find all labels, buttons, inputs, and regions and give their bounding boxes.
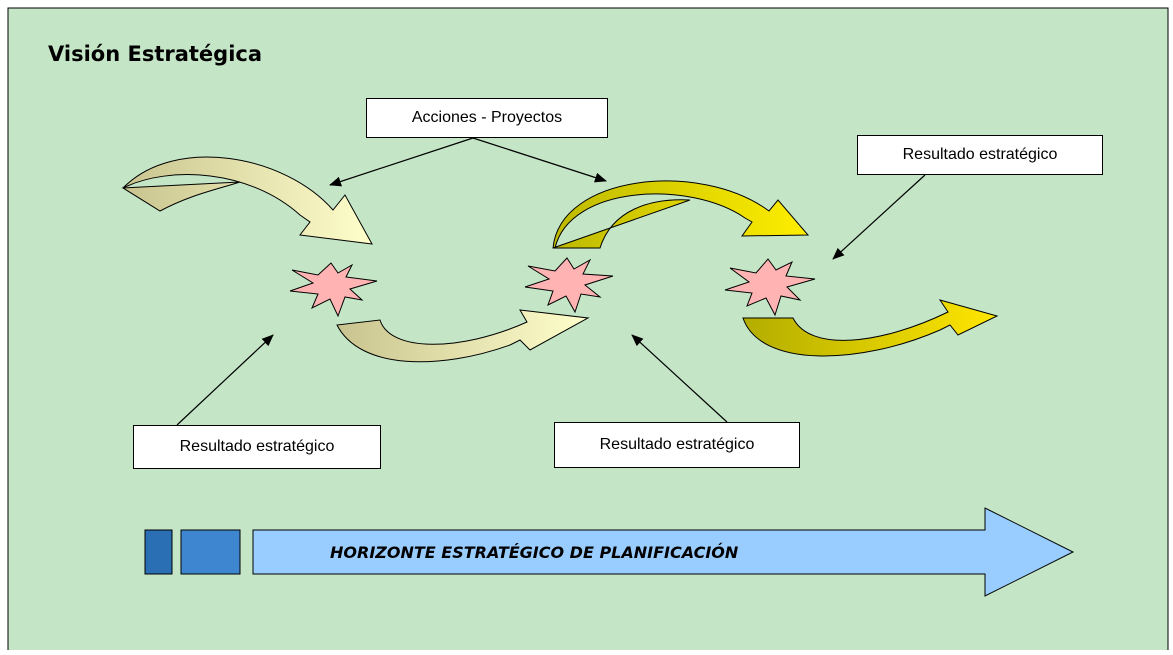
diagram-title: Visión Estratégica [48,42,263,66]
horizon-arrow [252,507,1075,597]
label-acciones-proyectos: Acciones - Proyectos [366,98,608,138]
pointer-resultado-bottom-left [176,334,274,426]
pointer-acciones-right [472,137,607,183]
pointer-acciones-left [329,137,474,187]
burst-1 [289,262,378,318]
curved-arrow-2 [336,309,590,363]
horizon-label: HORIZONTE ESTRATÉGICO DE PLANIFICACIÓN [330,542,739,562]
curved-arrow-4 [742,299,999,357]
horizon-square-light [180,529,241,575]
pointer-resultado-bottom-mid [631,334,728,423]
pointer-resultado-top-right [832,174,926,260]
label-resultado-bottom-mid: Resultado estratégico [554,422,800,468]
burst-2 [524,257,614,314]
burst-3 [724,258,816,317]
label-resultado-top-right: Resultado estratégico [857,135,1103,175]
curved-arrow-1 [121,156,373,245]
curved-arrow-3 [552,180,810,249]
label-resultado-bottom-left: Resultado estratégico [133,425,381,469]
horizon-square-dark [144,529,173,575]
